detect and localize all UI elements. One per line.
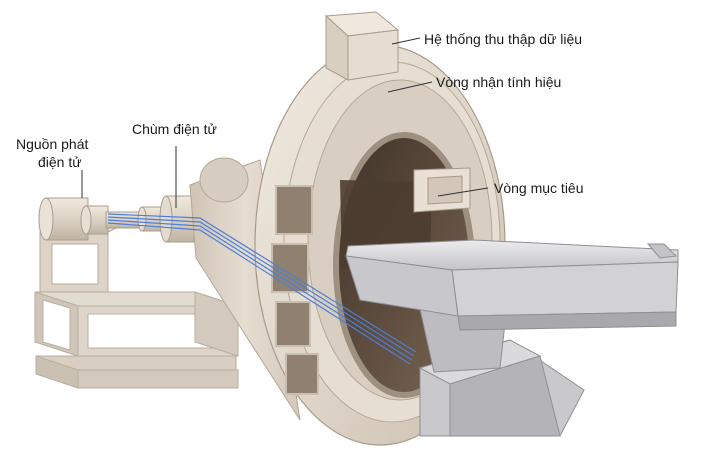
label-detector-ring: Vòng nhận tính hiệu xyxy=(436,74,561,90)
detector-windows xyxy=(271,185,319,395)
label-electron-source-line1: Nguồn phát xyxy=(16,136,89,152)
label-target-ring: Vòng mục tiêu xyxy=(494,180,584,196)
label-electron-source-line2: điện tử xyxy=(38,154,82,170)
electron-source xyxy=(38,195,195,243)
beam-cone xyxy=(189,157,301,421)
support-frame xyxy=(34,291,239,389)
electron-beam xyxy=(107,213,417,365)
data-acquisition-box xyxy=(324,11,400,81)
leader-lines xyxy=(81,37,489,208)
label-electron-beam: Chùm điện tử xyxy=(132,121,217,137)
target-ring-bracket xyxy=(413,167,471,213)
label-data-acquisition: Hệ thống thu thập dữ liệu xyxy=(424,31,582,47)
patient-table xyxy=(345,239,679,437)
